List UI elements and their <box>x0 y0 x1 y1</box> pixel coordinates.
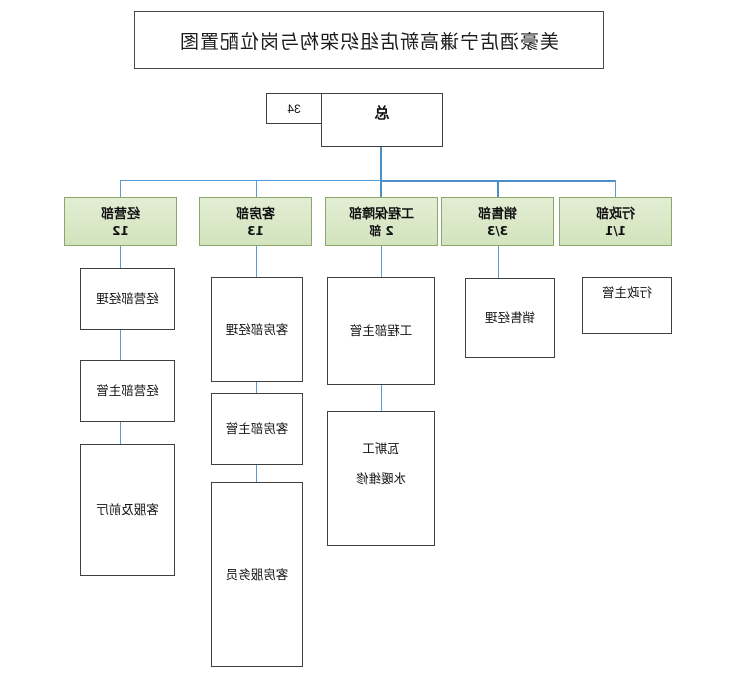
role-node-kefang-jingli[interactable]: 客房部经理 <box>211 277 303 382</box>
department-count-kefang: 13 <box>247 224 264 238</box>
connector-jingying-to-role-1 <box>120 246 121 268</box>
role-node-xingzheng-zhuguan[interactable]: 行政主管 <box>582 277 672 334</box>
department-node-kefang[interactable]: 客房部 13 <box>199 197 312 246</box>
role-node-gongcheng-zhuguan[interactable]: 工程部主管 <box>327 277 435 385</box>
connector-kefang-to-role-1 <box>256 246 257 277</box>
connector-drop-dept-3 <box>380 180 382 197</box>
department-node-xiaoshou[interactable]: 销售部 3/3 <box>441 197 554 246</box>
department-node-xingzheng[interactable]: 行政部 1/1 <box>559 197 672 246</box>
department-node-gongcheng[interactable]: 工程保障部 2 部 <box>325 197 438 246</box>
role-node-jingying-jingli[interactable]: 经营部经理 <box>80 268 175 330</box>
department-count-xingzheng: 1/1 <box>604 224 627 238</box>
root-node-label: 总 <box>374 104 390 122</box>
connector-kefang-role2-to-role3 <box>256 465 257 482</box>
department-count-gongcheng: 2 部 <box>369 224 394 238</box>
chart-title-text: 美豪酒店宁谦高新店组织架构与岗位配置图 <box>179 30 560 53</box>
root-node-general-manager[interactable]: 总 <box>321 93 443 147</box>
department-count-jingying: 12 <box>112 224 129 238</box>
department-name-kefang: 客房部 <box>236 207 276 222</box>
connector-kefang-role1-to-role2 <box>256 382 257 393</box>
root-headcount-value: 34 <box>287 101 301 116</box>
department-name-gongcheng: 工程保障部 <box>349 207 415 222</box>
role-label-gongcheng-zhuguan: 工程部主管 <box>349 323 413 338</box>
connector-jingying-role1-to-role2 <box>120 330 121 360</box>
connector-gongcheng-role1-to-role2 <box>381 385 382 411</box>
connector-gongcheng-to-role-1 <box>381 246 382 277</box>
role-label-jingying-zhuguan: 经营部主管 <box>96 383 159 398</box>
department-name-jingying: 经营部 <box>101 207 141 222</box>
role-node-kefang-zhuguan[interactable]: 客房部主管 <box>211 393 303 465</box>
role-node-kefang-fuwuyuan[interactable]: 客房服务员 <box>211 482 303 667</box>
role-label-gongcheng-gas: 瓦斯工 <box>362 441 400 456</box>
connector-drop-dept-2 <box>497 180 499 197</box>
connector-drop-dept-5 <box>120 180 121 197</box>
role-label-kefang-fuwuyuan: 客房服务员 <box>225 566 289 582</box>
department-node-jingying[interactable]: 经营部 12 <box>64 197 177 246</box>
role-label-gongcheng-plumbing: 水暖维修 <box>356 471 407 486</box>
role-label-xiaoshou-jingli: 销售经理 <box>485 310 536 325</box>
role-node-gongcheng-workers[interactable]: 瓦斯工 水暖维修 <box>327 411 435 546</box>
role-label-kefang-jingli: 客房部经理 <box>225 321 289 337</box>
chart-title-box: 美豪酒店宁谦高新店组织架构与岗位配置图 <box>134 11 604 69</box>
role-node-jingying-kefu[interactable]: 客服及前厅 <box>80 444 175 576</box>
connector-root-vertical <box>380 147 382 180</box>
connector-drop-dept-4 <box>256 180 257 197</box>
connector-drop-dept-1 <box>615 180 616 197</box>
role-label-jingying-kefu: 客服及前厅 <box>96 502 159 517</box>
root-headcount-badge: 34 <box>266 93 321 124</box>
connector-jingying-role2-to-role3 <box>120 422 121 444</box>
department-name-xiaoshou: 销售部 <box>478 207 518 222</box>
role-label-kefang-zhuguan: 客房部主管 <box>225 421 289 436</box>
role-label-jingying-jingli: 经营部经理 <box>96 291 159 306</box>
connector-horizontal-bus-right <box>121 180 382 181</box>
role-label-xingzheng-zhuguan: 行政主管 <box>602 285 653 300</box>
role-node-jingying-zhuguan[interactable]: 经营部主管 <box>80 360 175 422</box>
connector-xiaoshou-to-role <box>498 246 499 278</box>
department-name-xingzheng: 行政部 <box>596 207 636 222</box>
department-count-xiaoshou: 3/3 <box>486 224 509 238</box>
role-node-xiaoshou-jingli[interactable]: 销售经理 <box>465 278 555 358</box>
